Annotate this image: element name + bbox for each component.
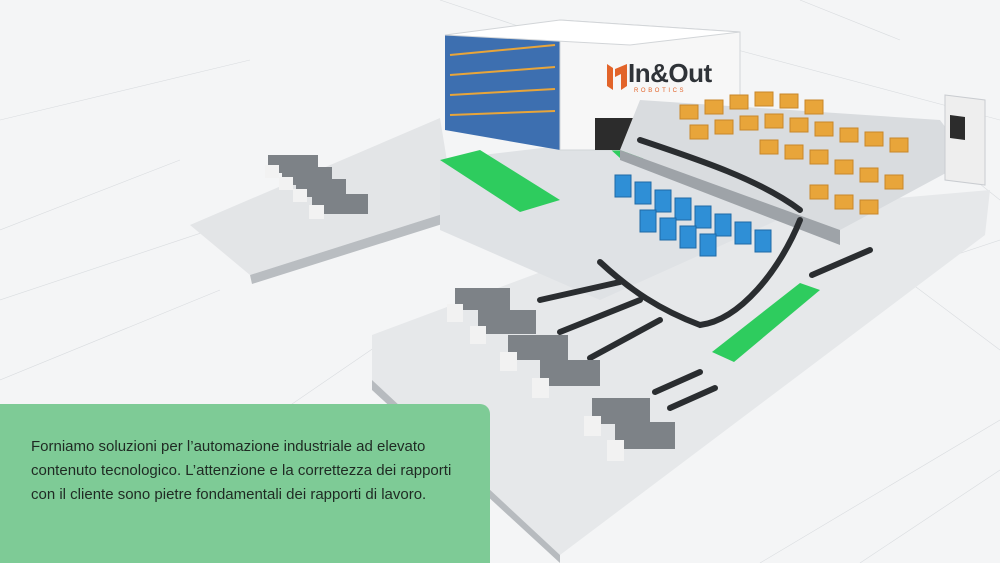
blue-bin-racks [614,174,772,257]
left-dock-trucks [265,155,368,219]
inout-logo-icon [607,64,627,90]
left-dock-edge [250,210,455,284]
info-card: Forniamo soluzioni per l’automazione ind… [0,404,490,563]
green-zone-left [440,150,560,212]
info-card-text: Forniamo soluzioni per l’automazione ind… [31,438,452,503]
storage-platform-edge [620,150,840,245]
crate-stacks [679,91,909,215]
building-roof [444,19,741,46]
green-zone-right [712,283,820,362]
right-dock-trucks [447,288,675,461]
main-platform-floor [372,190,990,555]
brand-name: In&Out [628,58,712,88]
conveyor-belts [537,137,873,411]
rack-shelves [449,44,556,116]
brand-tagline: ROBOTICS [634,88,687,94]
right-tower-door [950,115,965,140]
